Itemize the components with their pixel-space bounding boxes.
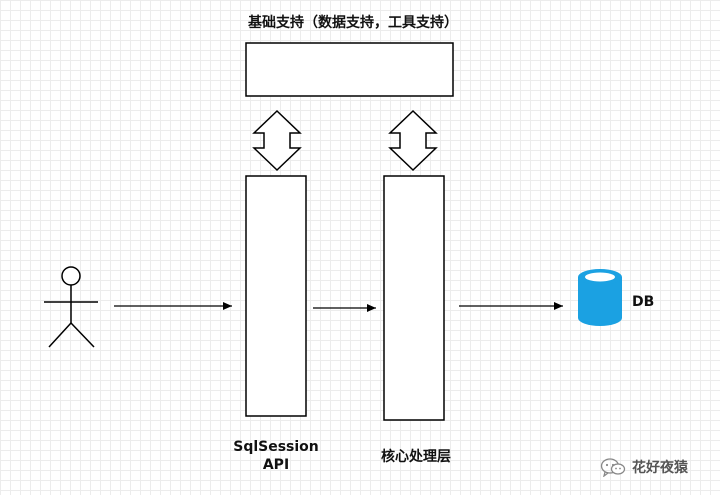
foundation-title: 基础支持（数据支持，工具支持）: [248, 15, 458, 31]
double-arrow-right: [388, 109, 438, 172]
sqlsession-api-label: SqlSession API: [220, 438, 332, 474]
stick-figure-icon[interactable]: [44, 266, 98, 348]
sqlsession-label-line2: API: [262, 457, 290, 473]
sqlsession-label-line1: SqlSession: [233, 439, 319, 455]
watermark-text: 花好夜猿: [632, 460, 688, 476]
watermark: 花好夜猿: [600, 456, 688, 478]
core-processing-label: 核心处理层: [381, 449, 451, 465]
db-label: DB: [632, 294, 655, 310]
core-processing-box[interactable]: [383, 175, 445, 421]
wechat-icon: [600, 458, 626, 477]
double-arrow-left: [252, 109, 302, 172]
sqlsession-api-box[interactable]: [245, 175, 307, 417]
database-cylinder-icon[interactable]: [578, 269, 622, 326]
foundation-box[interactable]: [245, 42, 454, 97]
